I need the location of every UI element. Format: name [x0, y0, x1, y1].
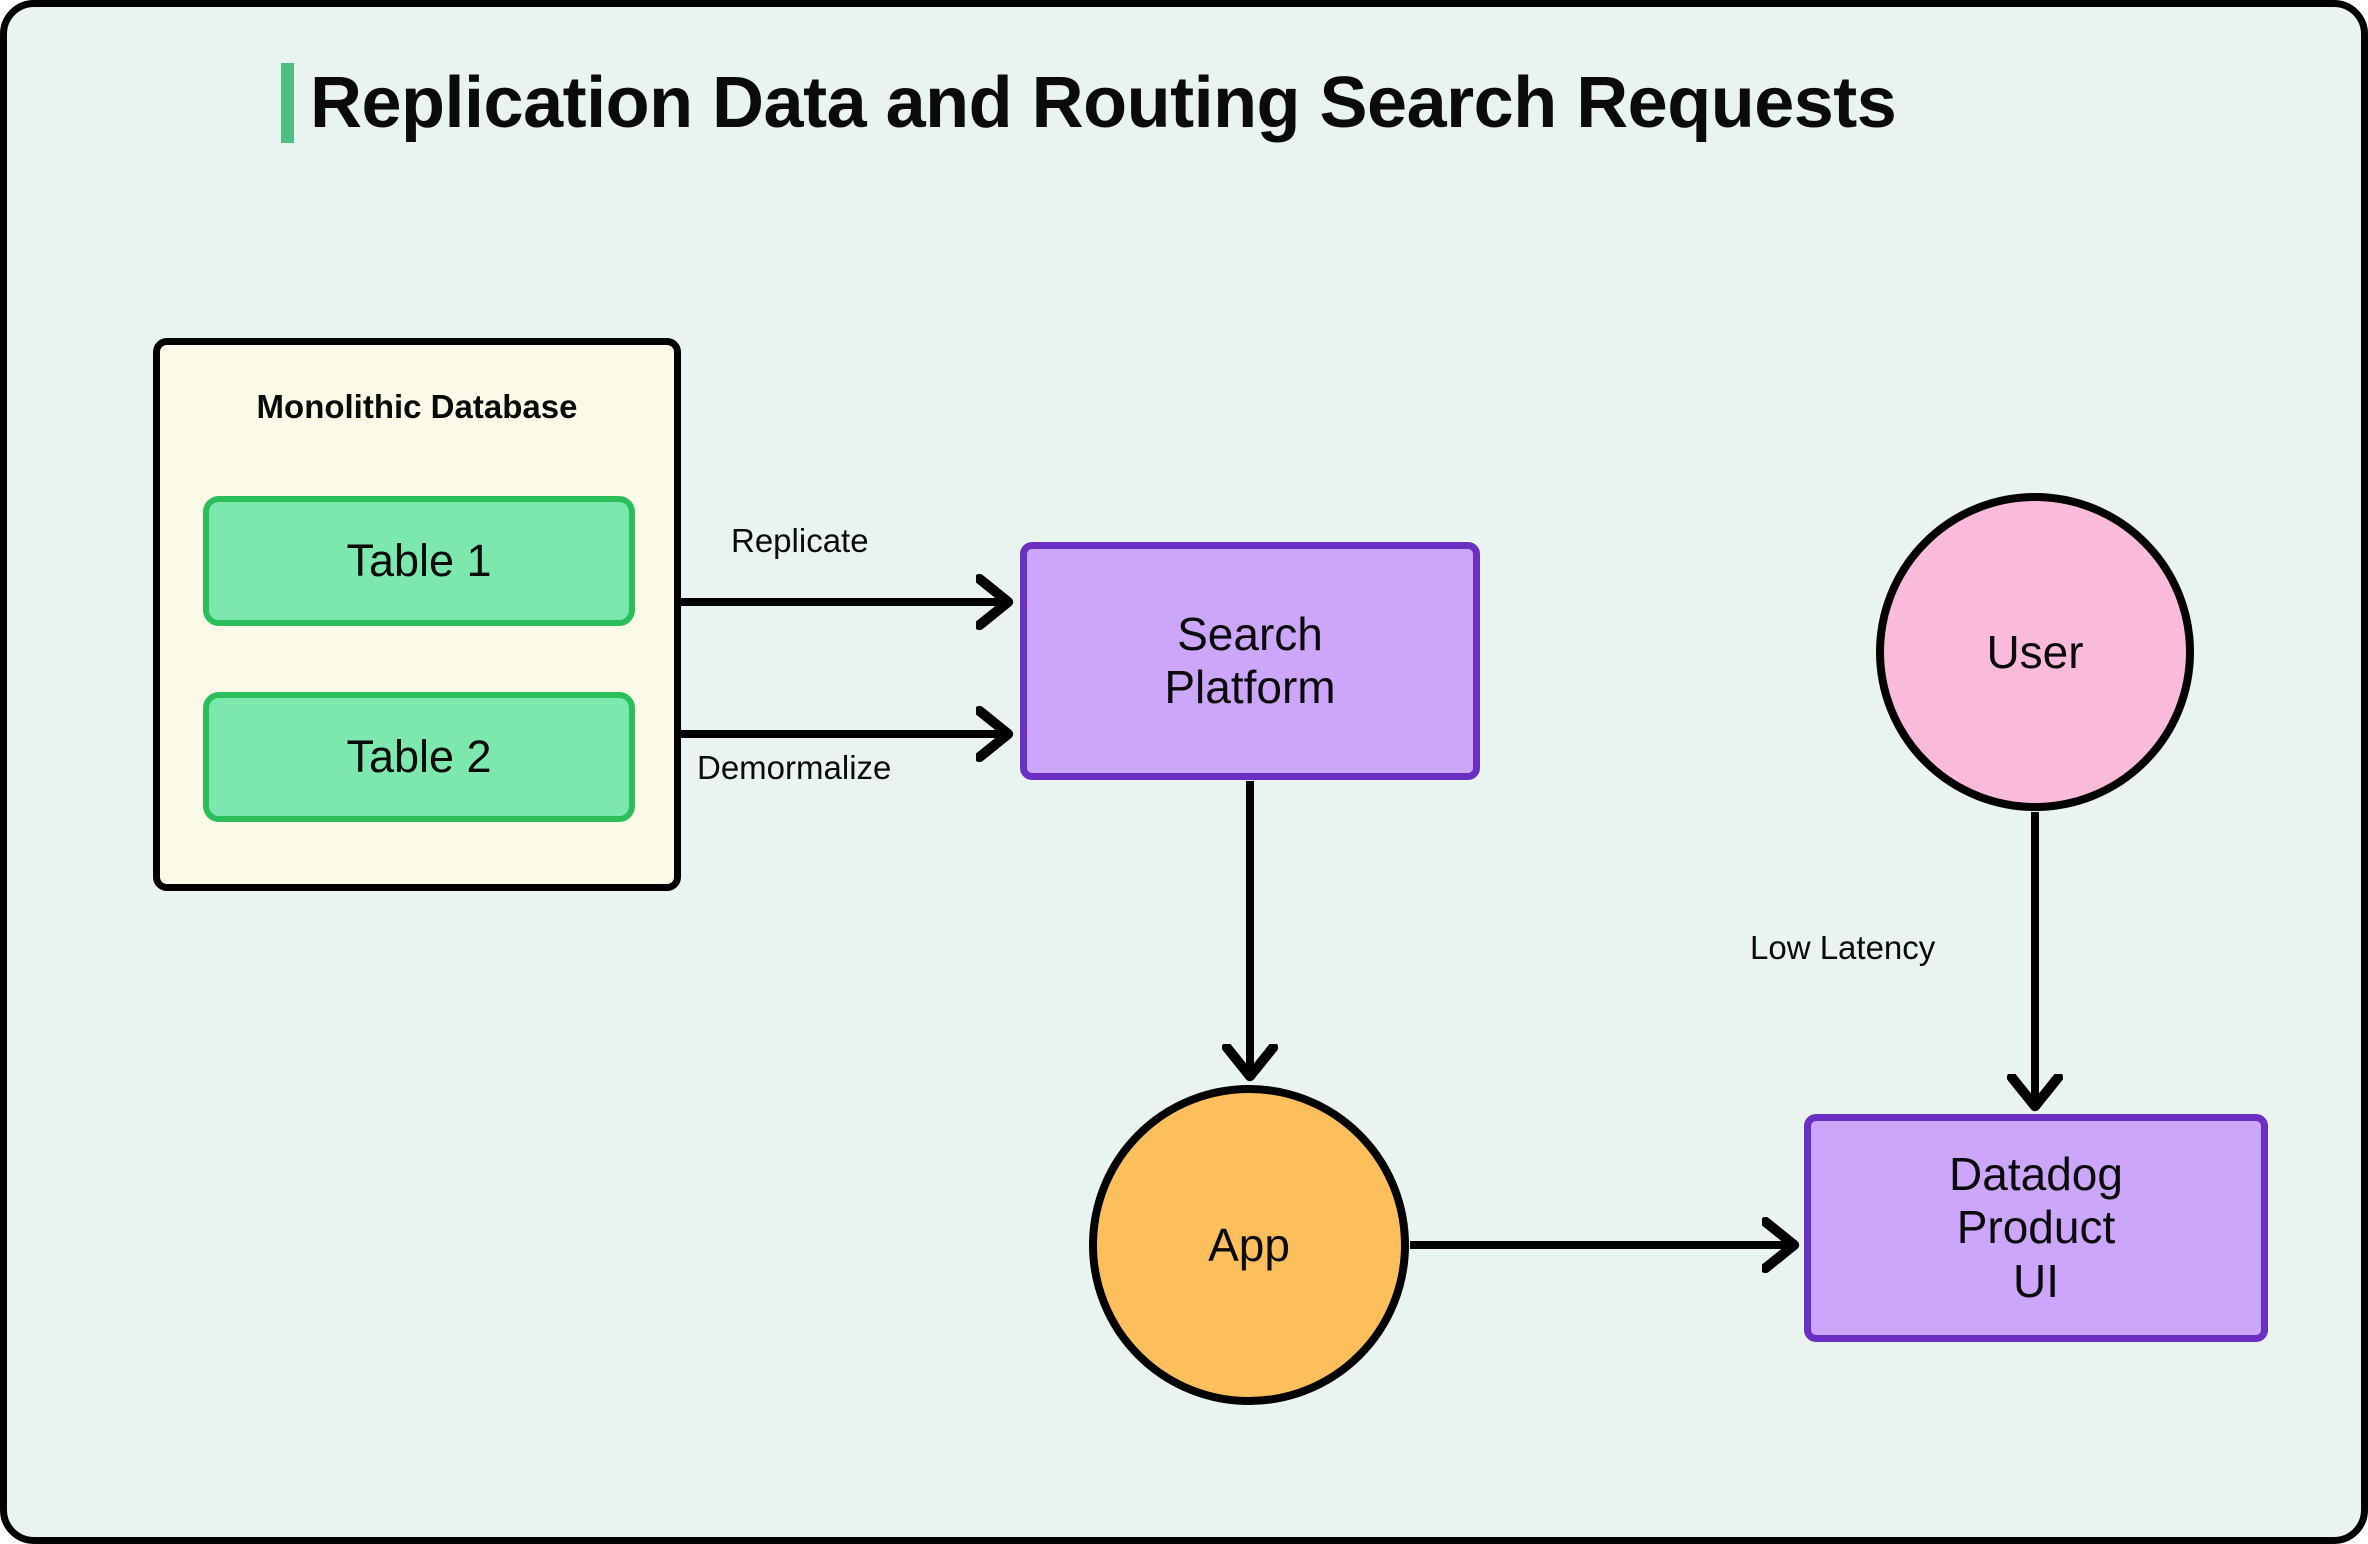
node-app[interactable]: App: [1089, 1085, 1409, 1405]
node-app-label: App: [1208, 1219, 1290, 1271]
node-table-1[interactable]: Table 1: [203, 496, 635, 626]
monolithic-database-label: Monolithic Database: [256, 388, 578, 425]
title-accent-bar: [281, 63, 294, 143]
node-user-label: User: [1986, 626, 2084, 678]
node-search-platform[interactable]: Search Platform: [1020, 542, 1480, 780]
node-datadog-product-ui[interactable]: Datadog Product UI: [1804, 1114, 2268, 1342]
page-title-text: Replication Data and Routing Search Requ…: [310, 63, 1897, 143]
edge-label-demormalize: Demormalize: [697, 749, 892, 786]
node-table-2[interactable]: Table 2: [203, 692, 635, 822]
edge-label-replicate: Replicate: [731, 522, 869, 559]
node-table-1-label: Table 1: [346, 535, 492, 586]
node-search-platform-label: Search Platform: [1164, 607, 1336, 713]
node-table-2-label: Table 2: [346, 731, 492, 782]
node-user[interactable]: User: [1876, 493, 2194, 811]
edge-label-low-latency: Low Latency: [1750, 929, 1936, 966]
node-datadog-product-ui-label: Datadog Product UI: [1949, 1147, 2123, 1307]
page-title: Replication Data and Routing Search Requ…: [281, 53, 1897, 153]
